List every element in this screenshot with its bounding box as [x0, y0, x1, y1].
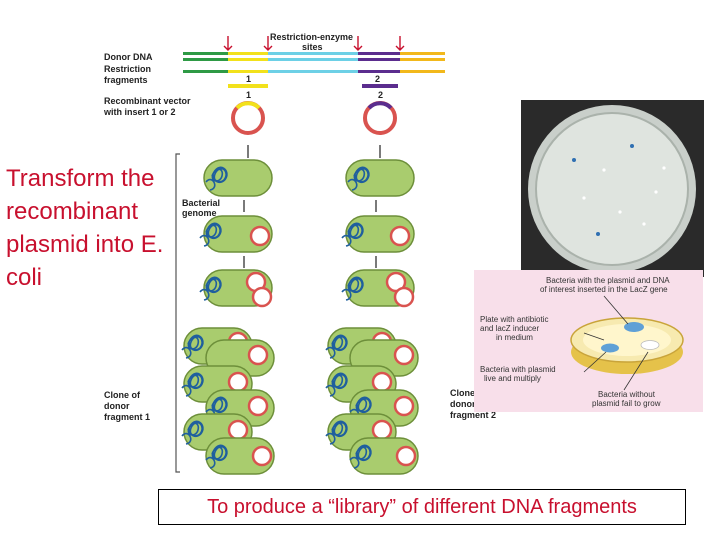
bacterial-genome-label-1: Bacterial — [182, 198, 220, 208]
library-caption-text: To produce a “library” of different DNA … — [207, 495, 637, 518]
svg-text:2: 2 — [378, 90, 383, 100]
recombinant-vector-1: 1 — [231, 90, 265, 135]
restriction-sites-label-2: sites — [302, 42, 323, 52]
plate-antibiotic-text-1: Plate with antibiotic — [480, 315, 548, 324]
plate-antibiotic-text-3: in medium — [496, 333, 533, 342]
cell-column-2 — [325, 145, 419, 475]
transform-text: Transform the recombinant plasmid into E… — [6, 165, 164, 291]
donor-dna-label: Donor DNA — [104, 52, 153, 62]
svg-text:1: 1 — [246, 90, 251, 100]
donor-dna-strips — [183, 36, 445, 88]
restriction-fragments-label-2: fragments — [104, 75, 148, 85]
recombinant-vector-label-1: Recombinant vector — [104, 96, 191, 106]
plate-illustration-panel: Bacteria with the plasmid and DNA of int… — [474, 270, 703, 412]
clone-1-label-2: donor — [104, 401, 130, 411]
library-caption: To produce a “library” of different DNA … — [158, 489, 686, 525]
bacteria-plasmid-text-2: of interest inserted in the LacZ gene — [540, 285, 668, 294]
plate-antibiotic-text-2: and lacZ inducer — [480, 324, 539, 333]
clone-1-label-3: fragment 1 — [104, 412, 150, 422]
fragment-1-number: 1 — [246, 74, 251, 84]
restriction-sites-label-1: Restriction-enzyme — [270, 32, 353, 42]
recombinant-vector-label-2: with insert 1 or 2 — [103, 107, 176, 117]
bacteria-without-text-2: plasmid fail to grow — [592, 399, 661, 408]
recombinant-vector-2: 2 — [363, 90, 397, 135]
restriction-fragments-label-1: Restriction — [104, 64, 151, 74]
bacteria-plasmid-text-1: Bacteria with the plasmid and DNA — [546, 276, 670, 285]
bacteria-without-text-1: Bacteria without — [598, 390, 656, 399]
clone-2-label-1: Clone of — [450, 388, 487, 398]
bacterial-genome-label-2: genome — [182, 208, 217, 218]
cell-column-1 — [181, 145, 275, 475]
clone-2-label-3: fragment 2 — [450, 410, 496, 420]
bacteria-live-text-1: Bacteria with plasmid — [480, 365, 556, 374]
petri-dish-photo — [521, 100, 704, 277]
clone-1-label-1: Clone of — [104, 390, 141, 400]
clone-2-label-2: donor — [450, 399, 476, 409]
fragment-2-number: 2 — [375, 74, 380, 84]
bacteria-live-text-2: live and multiply — [484, 374, 541, 383]
process-bracket — [175, 153, 180, 473]
